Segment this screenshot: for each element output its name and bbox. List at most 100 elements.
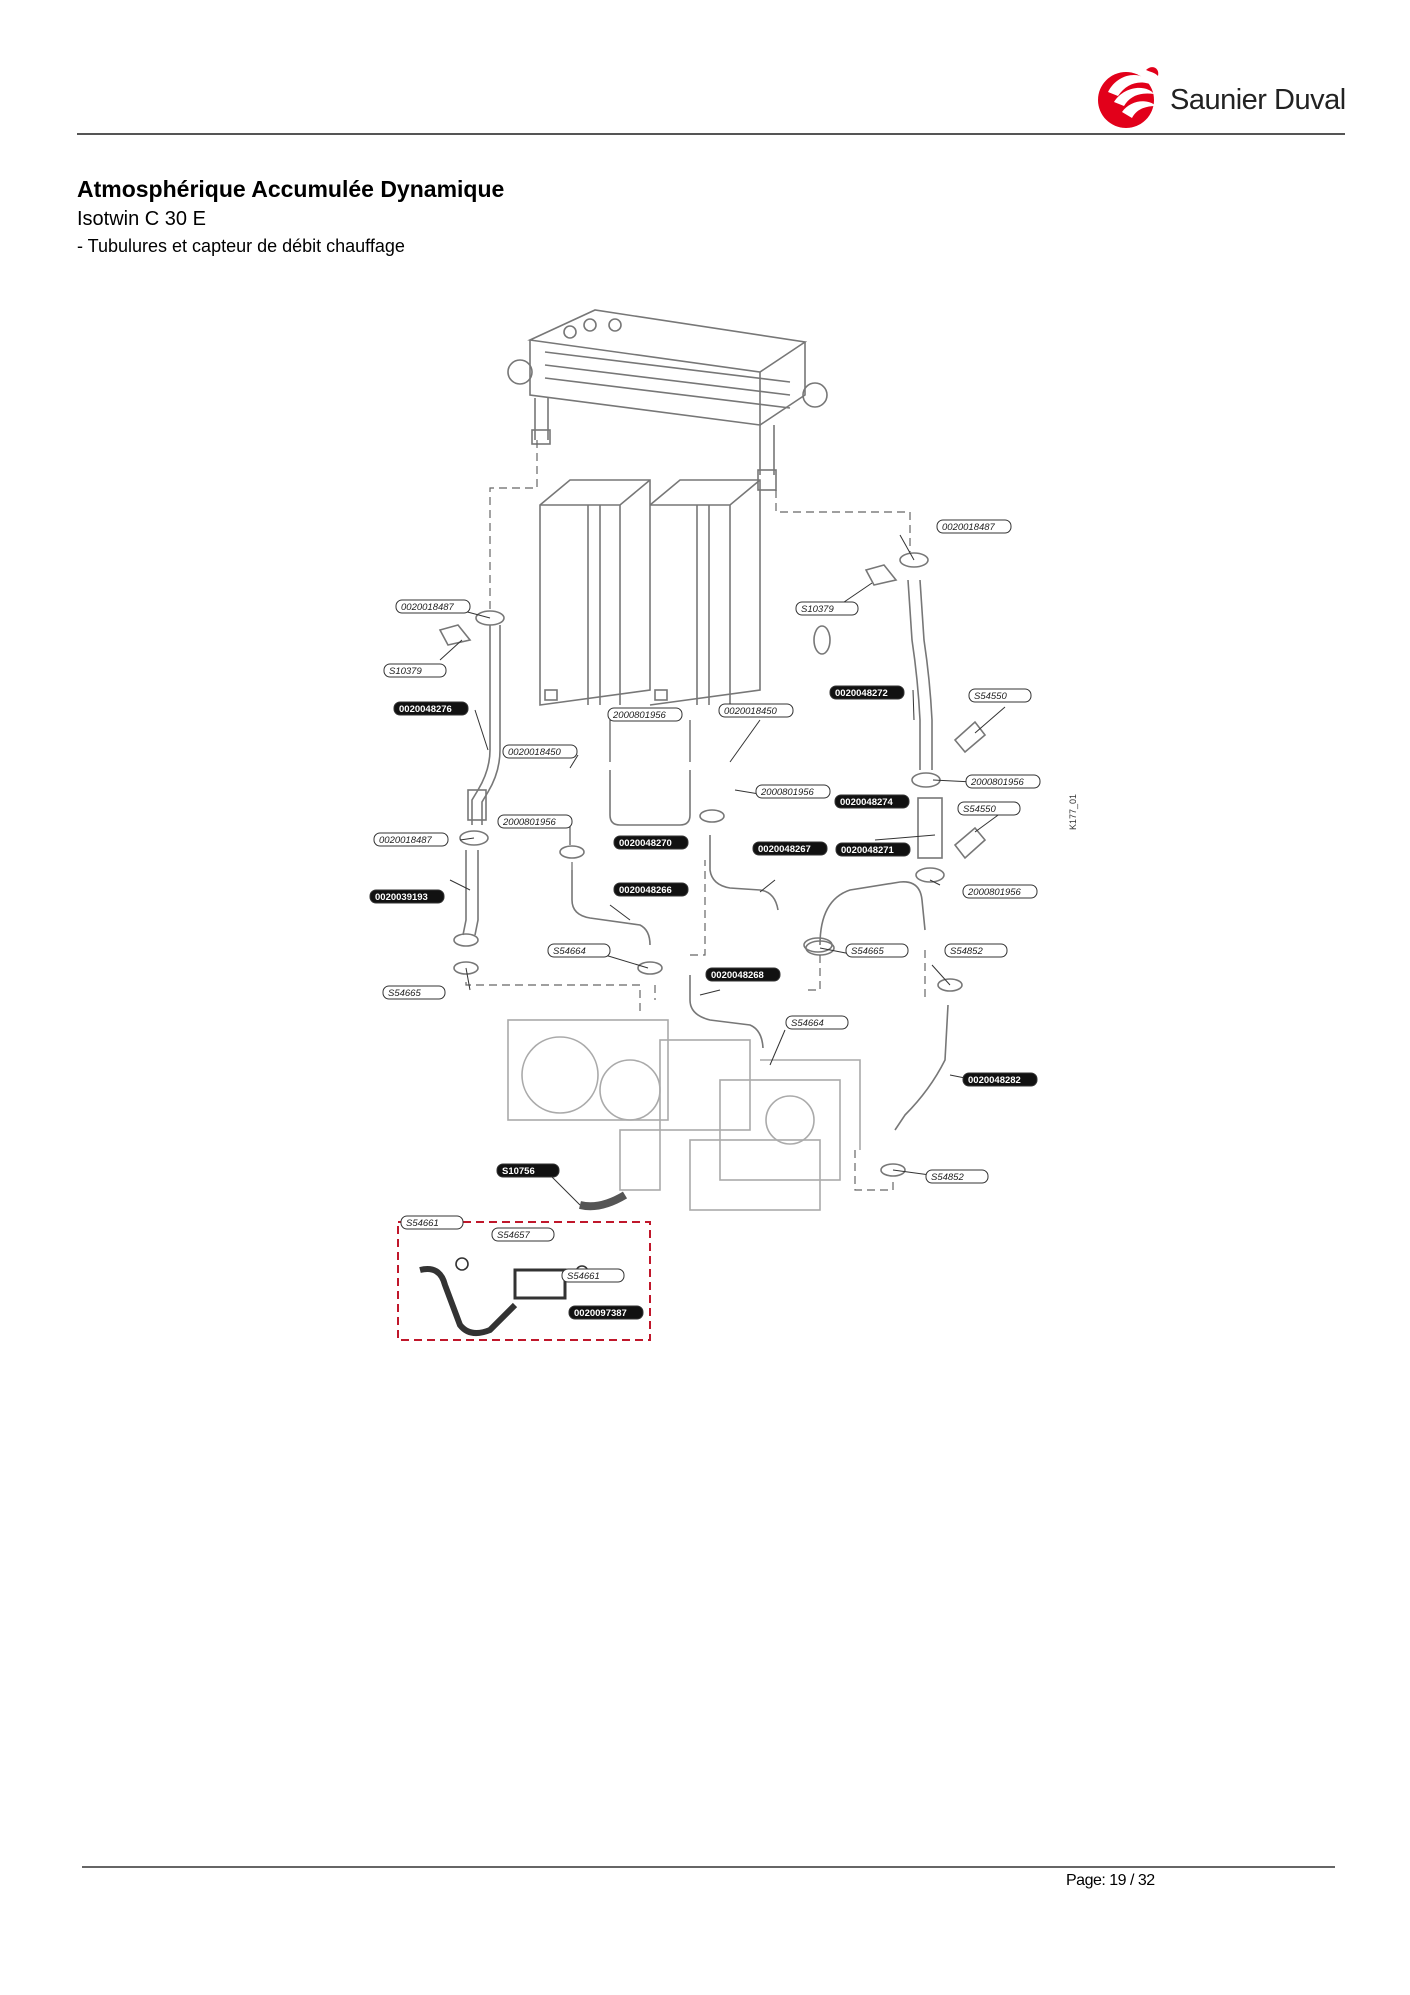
part-number-label: 0020048270 (619, 838, 672, 849)
part-callout: S10379 (795, 601, 859, 616)
part-number-label: 0020018487 (401, 602, 455, 613)
part-callout: 2000801956 (962, 884, 1038, 899)
header-divider (77, 133, 1345, 135)
part-callout: 0020018487 (395, 599, 471, 614)
part-callout-box (547, 943, 611, 958)
part-callout: 0020018450 (718, 703, 794, 718)
part-callout: S54852 (925, 1169, 989, 1184)
part-number-label: 0020048266 (619, 885, 672, 896)
part-callout-box (925, 1169, 989, 1184)
part-number-label: 0020018487 (379, 835, 433, 846)
part-callout-box (835, 842, 911, 857)
part-callout-box (383, 663, 447, 678)
part-number-label: S10379 (801, 604, 834, 615)
part-callout-box (965, 774, 1041, 789)
part-number-label: 0020018487 (942, 522, 996, 533)
part-callout-box (502, 744, 578, 759)
kit-box (397, 1221, 651, 1341)
part-callout-box (491, 1227, 555, 1242)
part-number-label: S54661 (567, 1271, 600, 1282)
part-number-label: 2000801956 (502, 817, 557, 828)
part-callout: 0020048267 (752, 841, 828, 856)
part-callout: S54661 (400, 1215, 464, 1230)
part-callout-box (373, 832, 449, 847)
footer-divider (82, 1866, 1335, 1868)
part-callout-box (369, 889, 445, 904)
part-callout: 0020018487 (373, 832, 449, 847)
part-number-label: 2000801956 (760, 787, 815, 798)
part-number-label: S54550 (963, 804, 996, 815)
part-callout: S54852 (944, 943, 1008, 958)
pipe-0020048266 (571, 870, 651, 946)
part-callout: 0020048282 (962, 1072, 1038, 1087)
part-number-label: 0020097387 (574, 1308, 627, 1319)
part-callout-box (962, 1072, 1038, 1087)
part-callout: S54664 (785, 1015, 849, 1030)
part-callout-box (957, 801, 1021, 816)
diagram-artwork (397, 309, 987, 1341)
u-pipe (609, 770, 691, 826)
part-callout-box (829, 685, 905, 700)
part-callout: S54661 (561, 1268, 625, 1283)
part-callout-box (393, 701, 469, 716)
clip-s10379-right (864, 564, 898, 586)
part-number-label: 0020048267 (758, 844, 811, 855)
brand-name: Saunier Duval (1170, 84, 1346, 116)
kit-pipe (419, 1266, 518, 1337)
part-callout: 2000801956 (965, 774, 1041, 789)
part-number-label: S10379 (389, 666, 422, 677)
part-callout-box (613, 835, 689, 850)
part-callout-box (962, 884, 1038, 899)
part-number-label: 0020048276 (399, 704, 452, 715)
part-callout: 0020097387 (568, 1305, 644, 1320)
part-callout-box (613, 882, 689, 897)
construction-lines (465, 440, 926, 1191)
bent-pipe (819, 881, 926, 946)
part-callout-box (400, 1215, 464, 1230)
part-callout-box (607, 707, 683, 722)
part-callout: S54657 (491, 1227, 555, 1242)
part-callout: S54550 (968, 688, 1032, 703)
saunier-duval-flame-icon (1098, 67, 1159, 128)
part-number-label: S54852 (950, 946, 983, 957)
part-number-label: S54665 (388, 988, 421, 999)
part-callout: 0020048268 (705, 967, 781, 982)
part-number-label: S54664 (791, 1018, 824, 1029)
document-title: Atmosphérique Accumulée Dynamique (77, 176, 505, 202)
part-callout: 0020018487 (936, 519, 1012, 534)
hose-s10756 (579, 1191, 628, 1211)
part-callout-box (936, 519, 1012, 534)
part-callout-box (496, 1163, 560, 1178)
part-callout-box (705, 967, 781, 982)
heat-exchanger (507, 309, 828, 491)
part-callout-box (944, 943, 1008, 958)
flow-sensor (917, 797, 943, 859)
part-callout: S54550 (957, 801, 1021, 816)
part-number-label: 0020048268 (711, 970, 764, 981)
brand-logo (1088, 62, 1356, 132)
pipe-0020048282 (894, 1004, 949, 1131)
pipe-0020048267 (709, 835, 779, 911)
part-callout: 0020048274 (834, 794, 910, 809)
part-callout-box (752, 841, 828, 856)
part-callout: S54665 (845, 943, 909, 958)
part-number-label: 0020048272 (835, 688, 888, 699)
part-callout: S10756 (496, 1163, 560, 1178)
part-number-label: 2000801956 (970, 777, 1025, 788)
part-callout: 0020048266 (613, 882, 689, 897)
part-number-label: S54664 (553, 946, 586, 957)
part-number-label: 0020039193 (375, 892, 428, 903)
part-callout-box (561, 1268, 625, 1283)
part-callout: S54664 (547, 943, 611, 958)
hydraulic-block (507, 1019, 861, 1211)
document-subtitle: - Tubulures et capteur de débit chauffag… (77, 236, 405, 256)
part-number-label: 0020048274 (840, 797, 894, 808)
clip-s54550-top (953, 720, 987, 754)
document-model: Isotwin C 30 E (77, 208, 206, 230)
part-callout-box (755, 784, 831, 799)
part-callout: 0020039193 (369, 889, 445, 904)
clip-s10379-left (438, 624, 472, 646)
part-callout-box (568, 1305, 644, 1320)
page-number: Page: 19 / 32 (1066, 1872, 1155, 1889)
